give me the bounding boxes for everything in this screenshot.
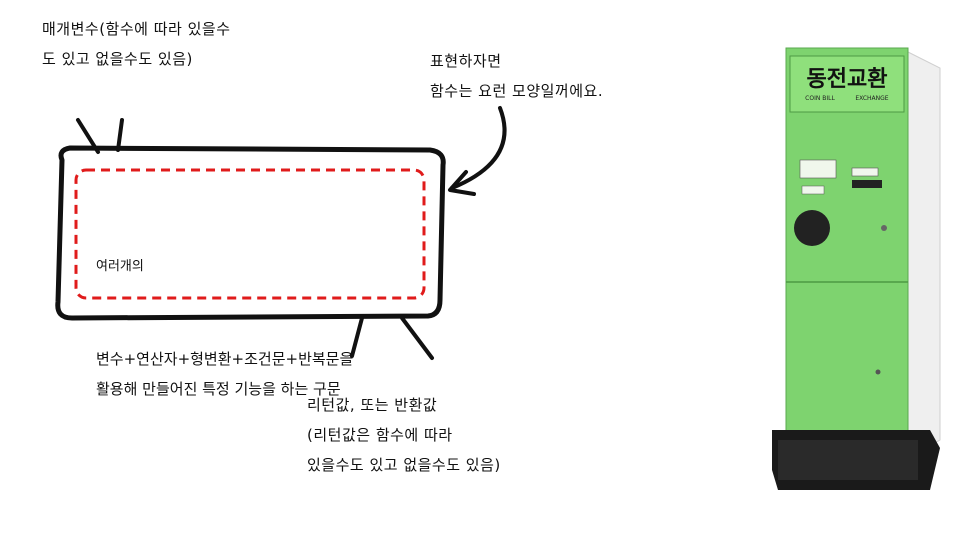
function-box-dashed (74, 168, 426, 300)
bill-slot (852, 180, 882, 188)
machine-sign-sub-left: COIN BILL (805, 95, 835, 102)
parameters-note: 매개변수(함수에 따라 있을수 도 있고 없을수도 있음) (42, 20, 231, 68)
machine-side-panel (907, 51, 941, 459)
input-prong-right (116, 118, 124, 152)
door-keyhole-icon (875, 369, 881, 375)
machine-base-front (778, 440, 918, 480)
machine-sign-main: 동전교환 (807, 67, 888, 92)
function-box-description: 변수+연산자+형변환+조건문+반복문을 활용해 만들어진 특정 기능을 하는 구… (96, 350, 354, 398)
output-prong-right (400, 316, 434, 360)
machine-lock-icon (881, 225, 887, 231)
return-value-note: 리턴값, 또는 반환값 (리턴값은 함수에 따라 있을수도 있고 없을수도 있음… (307, 396, 501, 474)
function-box-outline (55, 145, 446, 321)
expression-arrowhead (448, 170, 476, 196)
machine-sign-sub-right: EXCHANGE (855, 95, 888, 102)
function-box-title: 여러개의 (96, 259, 144, 274)
machine-label-right (851, 167, 879, 177)
machine-small-label (801, 185, 825, 195)
expression-note: 표현하자면 함수는 요런 모양일꺼에요. (430, 52, 604, 100)
input-prong-left (76, 118, 100, 154)
machine-sign (789, 55, 905, 113)
output-prong-left (350, 316, 364, 358)
coin-outlet (794, 210, 830, 246)
expression-arrow (450, 106, 507, 190)
machine-label-left (799, 159, 837, 179)
